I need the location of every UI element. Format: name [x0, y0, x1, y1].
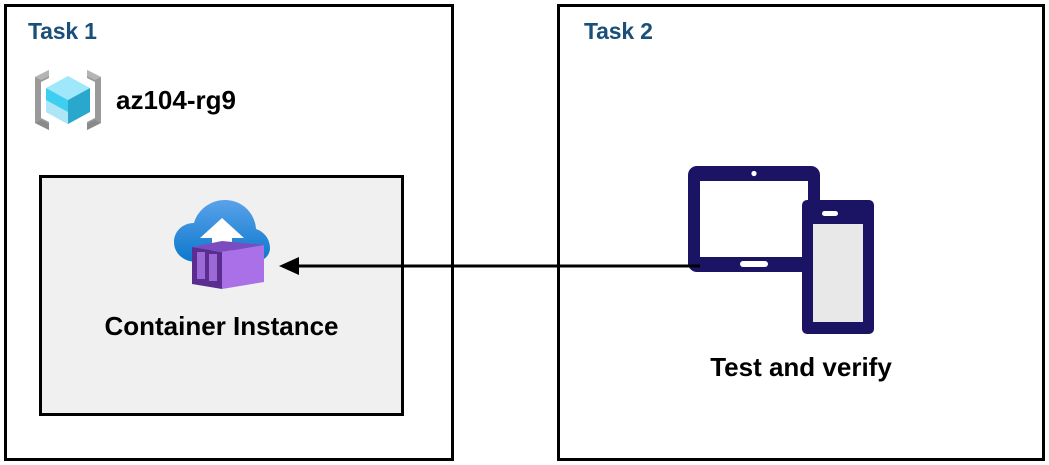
container-instance-box: Container Instance: [39, 175, 404, 416]
azure-resource-group-icon: [30, 62, 106, 138]
container-instance-label: Container Instance: [104, 311, 339, 341]
panel-title-task-1: Task 1: [28, 18, 97, 44]
verify-to-container-arrow-icon: [275, 252, 700, 280]
resource-group-label: az104-rg9: [116, 84, 236, 115]
test-and-verify-label: Test and verify: [710, 352, 892, 382]
panel-title-task-2: Task 2: [584, 18, 653, 44]
resource-group-node: az104-rg9: [30, 60, 330, 140]
azure-container-instance-icon: [170, 196, 274, 292]
tablet-and-phone-devices-icon: [686, 164, 876, 336]
